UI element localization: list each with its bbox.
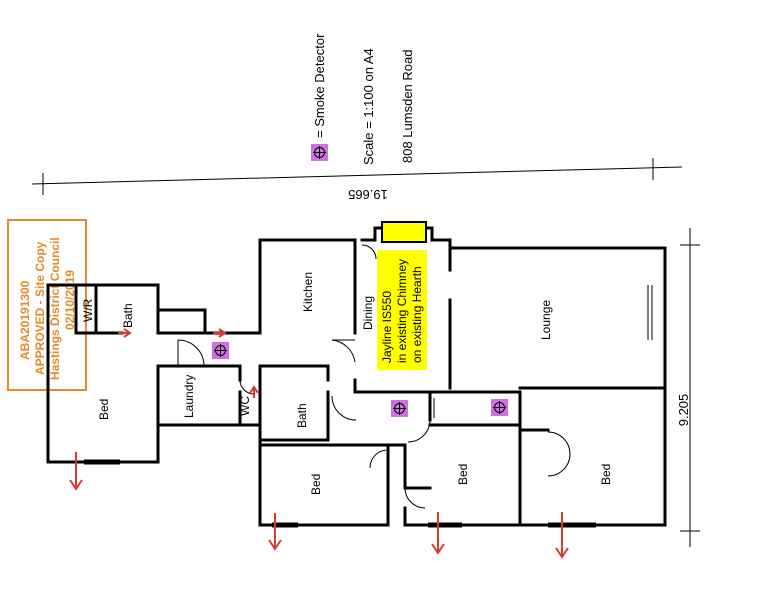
room-bed-left: Bed [97, 399, 111, 420]
scale-label: Scale = 1:100 on A4 [361, 48, 376, 165]
windows [84, 285, 653, 528]
room-bed-mid1: Bed [309, 474, 323, 495]
width-dimension-label: 19.665 [348, 187, 388, 202]
smoke-detector-icon [212, 342, 229, 359]
room-wc: WC [238, 396, 252, 416]
address-label: 808 Lumsden Road [400, 50, 415, 163]
stamp-line-3: Hastings District Council [48, 237, 62, 380]
walls [46, 226, 667, 527]
room-lounge: Lounge [539, 300, 553, 340]
room-bath-mid: Bath [295, 403, 309, 428]
note-line-1: Jayline IS550 [380, 291, 394, 363]
doors [177, 244, 571, 509]
depth-dimension [680, 228, 700, 547]
room-bed-right: Bed [599, 464, 613, 485]
smoke-detector-icon [491, 399, 508, 416]
depth-dimension-label: 9.205 [676, 394, 691, 427]
note-line-2: in existing Chimney [395, 259, 409, 363]
chimney [381, 221, 427, 243]
room-kitchen: Kitchen [301, 272, 315, 312]
width-dimension [31, 158, 683, 195]
room-bath-top: Bath [121, 303, 135, 328]
fireplace-note-box [377, 250, 427, 370]
note-line-3: on existing Hearth [410, 266, 424, 363]
stamp-line-1: ABA20191300 [18, 280, 32, 360]
room-bed-mid2: Bed [456, 464, 470, 485]
room-laundry: Laundry [182, 375, 196, 418]
room-wr: W/R [81, 298, 95, 322]
room-dining: Dining [361, 296, 375, 330]
legend-label: = Smoke Detector [312, 33, 327, 138]
smoke-detector-icon [391, 400, 408, 417]
stamp-line-2: APPROVED - Site Copy [33, 241, 47, 375]
egress-arrows [69, 328, 569, 559]
smoke-detector-legend-icon [311, 144, 328, 161]
